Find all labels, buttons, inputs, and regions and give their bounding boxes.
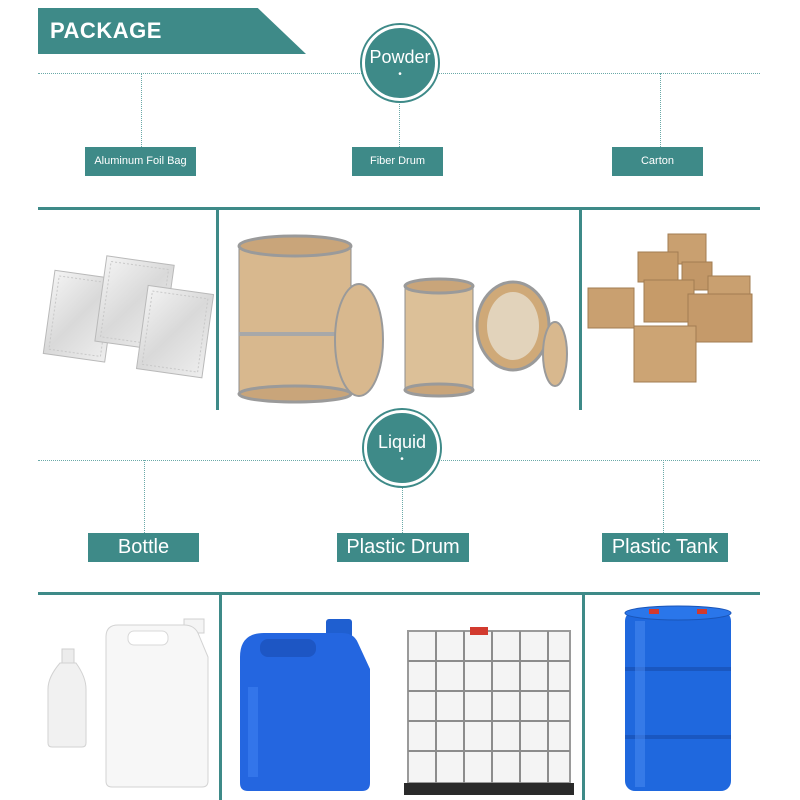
liquid-circle: Liquid •: [364, 410, 440, 486]
liquid-connector-right: [663, 460, 664, 533]
label-carton: Carton: [612, 147, 703, 176]
plastic-drum-image: [224, 597, 580, 800]
plastic-tank-image: [587, 597, 760, 800]
powder-row-divider-2: [579, 207, 582, 410]
powder-connector-center: [399, 100, 400, 147]
liquid-row-top-line: [38, 592, 760, 595]
label-plastic-drum: Plastic Drum: [337, 533, 469, 562]
powder-dot: •: [398, 69, 402, 80]
bottle-image: [38, 597, 217, 800]
carton-image: [584, 212, 760, 408]
label-bottle: Bottle: [88, 533, 199, 562]
liquid-title: Liquid: [377, 432, 427, 452]
powder-connector-left: [141, 73, 142, 147]
powder-row-top-line: [38, 207, 760, 210]
powder-circle: Powder •: [362, 25, 438, 101]
package-title: PACKAGE: [50, 18, 162, 43]
aluminum-foil-bag-image: [38, 212, 214, 408]
powder-title: Powder: [369, 47, 431, 67]
fiber-drum-image: [221, 212, 577, 408]
liquid-connector-center: [402, 486, 403, 533]
liquid-row-divider-1: [219, 592, 222, 800]
label-plastic-tank: Plastic Tank: [602, 533, 728, 562]
label-aluminum-foil-bag: Aluminum Foil Bag: [85, 147, 196, 176]
powder-row-divider-1: [216, 207, 219, 410]
label-fiber-drum: Fiber Drum: [352, 147, 443, 176]
liquid-dot: •: [400, 454, 404, 465]
package-banner: PACKAGE: [38, 8, 306, 54]
liquid-row-divider-2: [582, 592, 585, 800]
powder-connector-right: [660, 73, 661, 147]
liquid-connector-left: [144, 460, 145, 533]
